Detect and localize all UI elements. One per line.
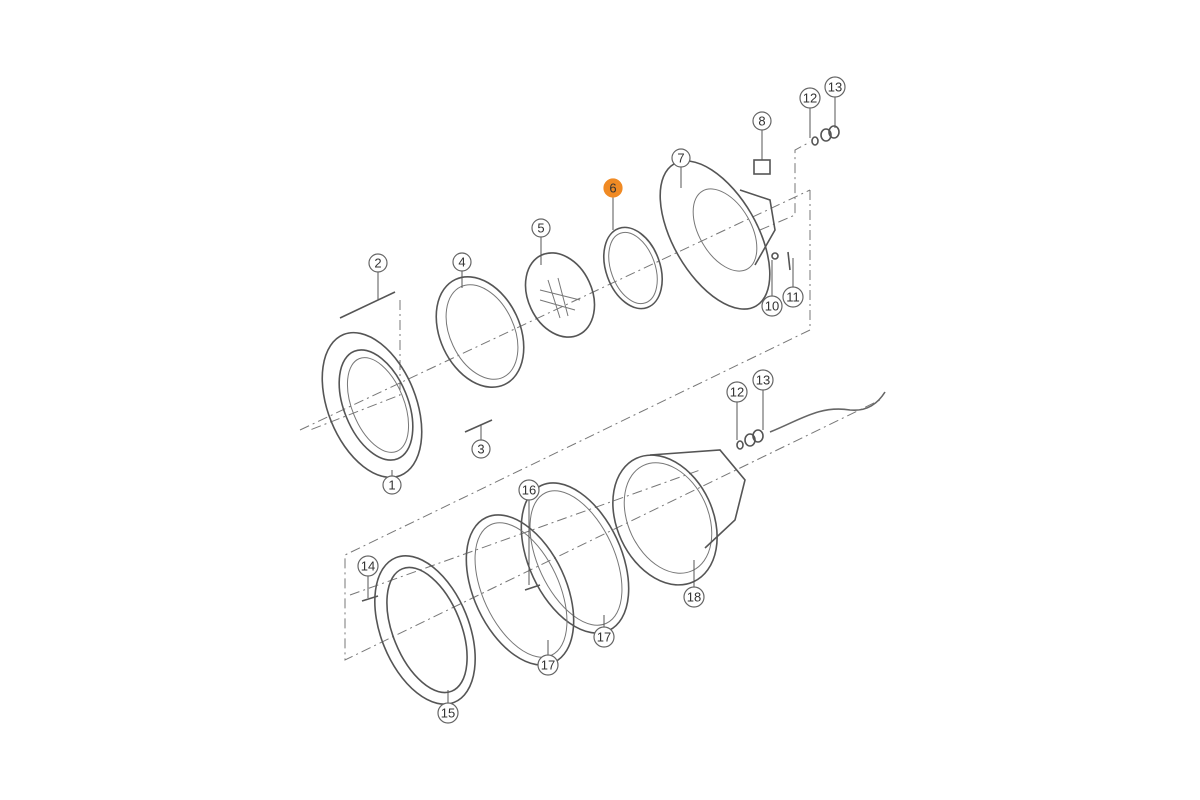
part-15-frame[interactable]: [355, 541, 495, 719]
svg-text:6: 6: [609, 181, 616, 196]
callout-12[interactable]: 12: [799, 87, 821, 109]
part-16-screw[interactable]: [524, 584, 541, 591]
leader-lines: [367, 96, 836, 704]
svg-text:8: 8: [758, 114, 765, 129]
callout-14[interactable]: 14: [357, 555, 379, 577]
svg-text:10: 10: [765, 299, 779, 314]
callout-12-lower[interactable]: 12: [726, 381, 748, 403]
svg-text:17: 17: [597, 630, 611, 645]
callout-7[interactable]: 7: [671, 148, 691, 168]
callout-4[interactable]: 4: [452, 252, 472, 272]
svg-text:7: 7: [677, 151, 684, 166]
svg-text:13: 13: [756, 373, 770, 388]
svg-text:12: 12: [803, 91, 817, 106]
svg-text:17: 17: [541, 658, 555, 673]
callout-13-lower[interactable]: 13: [752, 369, 774, 391]
part-12-oring[interactable]: [811, 136, 819, 146]
callout-3[interactable]: 3: [471, 439, 491, 459]
part-4-clamp-ring[interactable]: [419, 263, 541, 402]
callout-1[interactable]: 1: [382, 475, 402, 495]
part-2-screw[interactable]: [339, 291, 396, 319]
assembly-lines: [299, 141, 881, 661]
svg-text:12: 12: [730, 385, 744, 400]
svg-text:5: 5: [537, 221, 544, 236]
callout-16[interactable]: 16: [518, 479, 540, 501]
part-3-screw[interactable]: [464, 419, 493, 433]
svg-text:14: 14: [361, 559, 375, 574]
callout-6-highlighted[interactable]: 6: [603, 178, 623, 198]
callout-13[interactable]: 13: [824, 76, 846, 98]
part-11-screw[interactable]: [787, 251, 791, 271]
callout-17-a[interactable]: 17: [593, 626, 615, 648]
part-8-bracket[interactable]: [753, 159, 771, 175]
callout-17-b[interactable]: 17: [537, 654, 559, 676]
part-10-nut[interactable]: [771, 252, 779, 260]
part-13-gland-lower[interactable]: [744, 429, 764, 447]
cable: [769, 391, 886, 433]
svg-text:4: 4: [458, 255, 465, 270]
svg-text:16: 16: [522, 483, 536, 498]
callout-15[interactable]: 15: [437, 702, 459, 724]
part-6-gasket[interactable]: [593, 219, 672, 316]
part-1-front-ring[interactable]: [303, 318, 442, 492]
part-18-housing[interactable]: [593, 438, 746, 602]
svg-text:3: 3: [477, 442, 484, 457]
svg-text:11: 11: [786, 290, 800, 305]
svg-text:18: 18: [687, 590, 701, 605]
svg-text:13: 13: [828, 80, 842, 95]
callout-2[interactable]: 2: [368, 253, 388, 273]
callout-5[interactable]: 5: [531, 218, 551, 238]
part-13-gland[interactable]: [820, 125, 840, 142]
part-12-oring-lower[interactable]: [736, 440, 744, 450]
part-5-lens[interactable]: [512, 242, 607, 349]
svg-text:2: 2: [374, 256, 381, 271]
callout-18[interactable]: 18: [683, 586, 705, 608]
callout-11[interactable]: 11: [782, 286, 804, 308]
svg-text:15: 15: [441, 706, 455, 721]
callout-10[interactable]: 10: [761, 295, 783, 317]
svg-text:1: 1: [388, 478, 395, 493]
callout-8[interactable]: 8: [752, 111, 772, 131]
